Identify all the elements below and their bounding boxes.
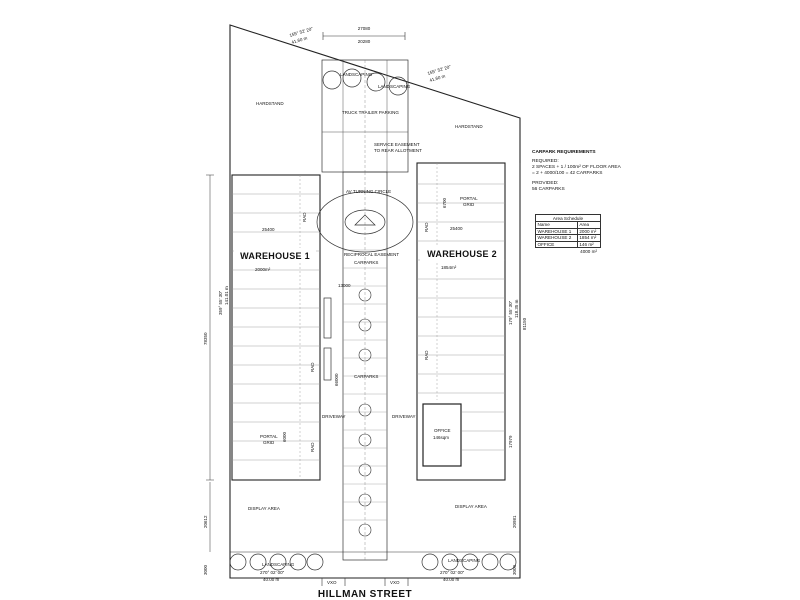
right-front-small: 3000 bbox=[512, 564, 517, 575]
display-left: DISPLAY AREA bbox=[248, 506, 280, 511]
carparks-mid: CARPARKS bbox=[354, 374, 378, 379]
warehouse-1 bbox=[231, 174, 321, 481]
right-front-dim: 20981 bbox=[512, 515, 517, 528]
driveway-left: DRIVEWAY bbox=[322, 414, 346, 419]
truck-1 bbox=[323, 297, 332, 339]
portal-grid-right-1: PORTAL bbox=[460, 196, 478, 201]
trees-bottom bbox=[229, 553, 517, 571]
office bbox=[422, 403, 462, 467]
wh2-width-dim: 25400 bbox=[450, 226, 463, 231]
row-name: WAREHOUSE 2 bbox=[535, 234, 578, 242]
col-area: Area bbox=[576, 221, 602, 229]
right-total-dim: 81150 bbox=[522, 317, 527, 330]
truck-parking-label: TRUCK TRAILER PARKING bbox=[342, 110, 399, 115]
portal-grid-left-1: PORTAL bbox=[260, 434, 278, 439]
vxo-right: VXO bbox=[390, 580, 400, 585]
required-line-1: 2 SPACES + 1 / 100m² OF FLOOR AREA bbox=[532, 165, 621, 170]
rad-1: RAD bbox=[302, 212, 307, 222]
dist-bottom-right: 40.00 m bbox=[443, 577, 460, 582]
area-schedule: Area Schedule Name Area WAREHOUSE 1 2000… bbox=[535, 214, 602, 255]
dist-top-right: 41.60 m bbox=[429, 73, 446, 83]
site-boundary bbox=[229, 24, 521, 579]
display-right: DISPLAY AREA bbox=[455, 504, 487, 509]
street-name: HILLMAN STREET bbox=[318, 589, 412, 600]
landscaping-bottom-right: LANDSCAPING bbox=[448, 558, 481, 563]
carpark-title: CARPARK REQUIREMENTS bbox=[532, 150, 596, 155]
landscaping-top-left: LANDSCAPING bbox=[340, 72, 373, 77]
bearing-top-left: 155° 52' 20" bbox=[289, 26, 314, 38]
wh1-width-dim: 25400 bbox=[262, 227, 275, 232]
left-front-small: 3000 bbox=[203, 564, 208, 575]
turning-circle-label: AV TURNING CIRCLE bbox=[346, 189, 391, 194]
service-easement-1: SERVICE EASEMENT bbox=[374, 142, 420, 147]
office-area: 146sqm bbox=[433, 435, 449, 440]
carpark-bays bbox=[343, 249, 387, 521]
right-dist: 118.35 m bbox=[514, 299, 519, 318]
row-area: 1854 m² bbox=[576, 234, 602, 242]
office-depth-dim: 17979 bbox=[508, 435, 513, 448]
provided-value: 56 CARPARKS bbox=[532, 187, 565, 192]
required-line-2: = 2 + 4000/100 = 42 CARPARKS bbox=[532, 171, 603, 176]
office-label: OFFICE bbox=[434, 428, 451, 433]
required-label: REQUIRED: bbox=[532, 159, 559, 164]
portal-dim-right: 6700 bbox=[442, 197, 447, 208]
row-name: WAREHOUSE 1 bbox=[535, 227, 578, 236]
row-name: OFFICE bbox=[535, 240, 578, 249]
table-row: OFFICE 146 m² bbox=[535, 240, 602, 249]
schedule-table: Name Area WAREHOUSE 1 2000 m² WAREHOUSE … bbox=[535, 221, 602, 249]
table-row: Name Area bbox=[535, 221, 602, 229]
landscaping-top-right: LANDSCAPING bbox=[378, 84, 411, 89]
rad-3: RAD bbox=[310, 442, 315, 452]
rad-2: RAD bbox=[310, 362, 315, 372]
warehouse-2 bbox=[416, 162, 506, 481]
left-total-dim: 78350 bbox=[203, 332, 208, 345]
dim-top-width: 27080 bbox=[358, 26, 371, 31]
rad-5: RAD bbox=[424, 350, 429, 360]
portal-grid-right-2: GRID bbox=[463, 202, 475, 207]
dist-top-left: 41.60 m bbox=[291, 35, 308, 45]
left-bearing: 359° 55' 30" bbox=[218, 290, 223, 315]
central-trees bbox=[358, 288, 372, 537]
row-area: 146 m² bbox=[576, 240, 602, 249]
service-easement-2: TO REAR ALLOTMENT bbox=[374, 148, 422, 153]
rad-4: RAD bbox=[424, 222, 429, 232]
warehouse-2-area: 1854m² bbox=[441, 265, 457, 270]
carparks-top: CARPARKS bbox=[354, 260, 378, 265]
carpark-requirements: CARPARK REQUIREMENTS REQUIRED: 2 SPACES … bbox=[532, 150, 632, 193]
table-row: WAREHOUSE 2 1854 m² bbox=[535, 234, 602, 242]
table-row: WAREHOUSE 1 2000 m² bbox=[535, 227, 602, 236]
center-dim: 66000 bbox=[334, 373, 339, 386]
reciprocal-label: RECIPROCAL EASEMENT bbox=[344, 252, 399, 257]
warehouse-2-label: WAREHOUSE 2 bbox=[427, 249, 497, 259]
warehouse-1-grid bbox=[232, 175, 320, 480]
provided-label: PROVIDED: bbox=[532, 181, 559, 186]
dist-bottom-left: 40.00 m bbox=[263, 577, 280, 582]
hardstand-left: HARDSTAND bbox=[256, 101, 284, 106]
portal-dim-left: 6000 bbox=[282, 431, 287, 442]
warehouse-1-area: 2000m² bbox=[255, 267, 271, 272]
left-dist: 141.01 m bbox=[224, 286, 229, 305]
bearing-top-right: 155° 52' 20" bbox=[427, 64, 452, 76]
hardstand-right: HARDSTAND bbox=[455, 124, 483, 129]
turning-circle bbox=[316, 191, 414, 253]
dim-top-width-2: 20280 bbox=[358, 39, 371, 44]
warehouse-1-label: WAREHOUSE 1 bbox=[240, 251, 310, 261]
truck-2 bbox=[323, 347, 332, 381]
col-name: Name bbox=[535, 221, 578, 229]
schedule-title: Area Schedule bbox=[535, 214, 601, 221]
left-front-dim: 20612 bbox=[203, 515, 208, 528]
bearing-bottom-left: 270° 02' 00" bbox=[260, 570, 285, 575]
landscaping-bottom-left: LANDSCAPING bbox=[262, 562, 295, 567]
schedule-total: 4000 m² bbox=[580, 249, 597, 255]
row-area: 2000 m² bbox=[576, 227, 602, 236]
bearing-bottom-right: 270° 02' 00" bbox=[440, 570, 465, 575]
driveway-width-dim: 13000 bbox=[338, 283, 351, 288]
trees-top bbox=[322, 68, 408, 96]
portal-grid-left-2: GRID bbox=[263, 440, 275, 445]
right-bearing: 179° 55' 30" bbox=[508, 300, 513, 325]
driveway-right: DRIVEWAY bbox=[392, 414, 416, 419]
vxo-left: VXO bbox=[327, 580, 337, 585]
